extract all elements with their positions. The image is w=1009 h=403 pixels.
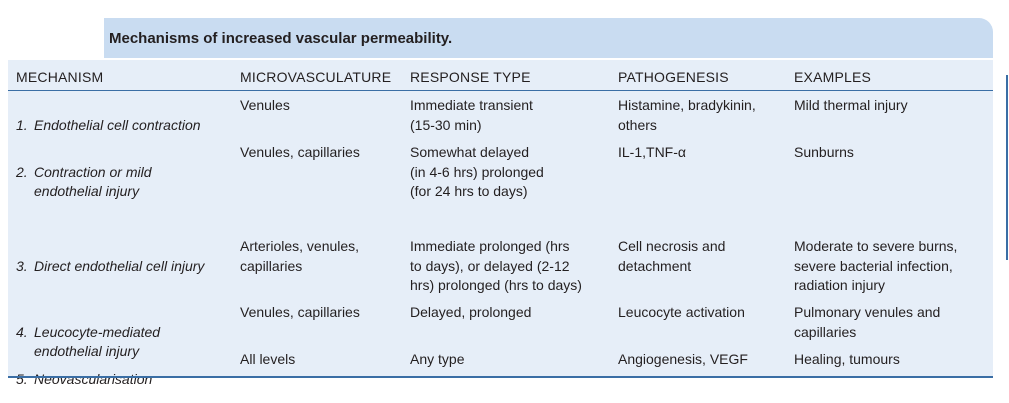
permeability-table: MECHANISM MICROVASCULATURE RESPONSE TYPE… <box>8 60 993 387</box>
table-title: Mechanisms of increased vascular permeab… <box>109 30 453 47</box>
mechanism-cell: 4. Leucocyte-mediated endothelial injury <box>16 303 160 381</box>
response-type-cell: Any type <box>410 351 465 367</box>
mechanism-cell: 2. Contraction or mild endothelial injury <box>16 143 152 221</box>
mechanism-cell: 3. Direct endothelial cell injury <box>16 237 204 276</box>
row-number: 5. <box>16 370 28 387</box>
header-divider <box>8 90 993 91</box>
table-header-row: MECHANISM MICROVASCULATURE RESPONSE TYPE… <box>8 60 993 90</box>
header-response-type: RESPONSE TYPE <box>410 69 531 85</box>
pathogenesis-cell: Angiogenesis, VEGF <box>618 351 748 367</box>
header-microvasculature: MICROVASCULATURE <box>240 69 392 85</box>
response-type-cell: Delayed, prolonged <box>410 304 532 320</box>
table-title-bar: Mechanisms of increased vascular permeab… <box>104 18 993 58</box>
header-pathogenesis: PATHOGENESIS <box>618 69 729 85</box>
microvasculature-cell: Venules, capillaries <box>240 304 360 320</box>
response-type-cell: Somewhat delayed (in 4-6 hrs) prolonged … <box>410 144 544 199</box>
mechanism-text-continued: endothelial injury <box>34 183 140 199</box>
mechanism-text: Contraction or mild <box>34 163 152 180</box>
pathogenesis-cell: Histamine, bradykinin, others <box>618 97 756 133</box>
mechanism-cell: 1. Endothelial cell contraction <box>16 96 201 135</box>
response-type-cell: Immediate prolonged (hrs to days), or de… <box>410 238 582 293</box>
response-type-cell: Immediate transient (15-30 min) <box>410 97 533 133</box>
row-number: 3. <box>16 257 28 274</box>
examples-cell: Healing, tumours <box>794 351 900 367</box>
mechanism-cell: 5. Neovascularisation <box>16 350 152 389</box>
pathogenesis-cell: Leucocyte activation <box>618 304 745 320</box>
row-number: 1. <box>16 116 28 133</box>
examples-cell: Moderate to severe burns, severe bacteri… <box>794 238 958 293</box>
header-examples: EXAMPLES <box>794 69 872 85</box>
row-number: 4. <box>16 323 28 340</box>
mechanism-text: Endothelial cell contraction <box>34 116 201 133</box>
mechanism-text: Neovascularisation <box>34 370 153 387</box>
row-number: 2. <box>16 163 28 180</box>
pathogenesis-cell: Cell necrosis and detachment <box>618 238 726 274</box>
table-bottom-divider <box>8 376 993 378</box>
examples-cell: Pulmonary venules and capillaries <box>794 304 941 340</box>
pathogenesis-cell: IL-1,TNF-α <box>618 144 686 160</box>
mechanism-text-continued: endothelial injury <box>34 343 140 359</box>
examples-cell: Sunburns <box>794 144 854 160</box>
page-edge-line <box>1006 75 1008 260</box>
microvasculature-cell: Venules <box>240 97 290 113</box>
microvasculature-cell: Venules, capillaries <box>240 144 360 160</box>
microvasculature-cell: Arterioles, venules, capillaries <box>240 238 360 274</box>
examples-cell: Mild thermal injury <box>794 97 908 113</box>
microvasculature-cell: All levels <box>240 351 296 367</box>
header-mechanism: MECHANISM <box>16 69 104 85</box>
mechanism-text: Direct endothelial cell injury <box>34 257 205 274</box>
mechanism-text: Leucocyte-mediated <box>34 323 161 340</box>
